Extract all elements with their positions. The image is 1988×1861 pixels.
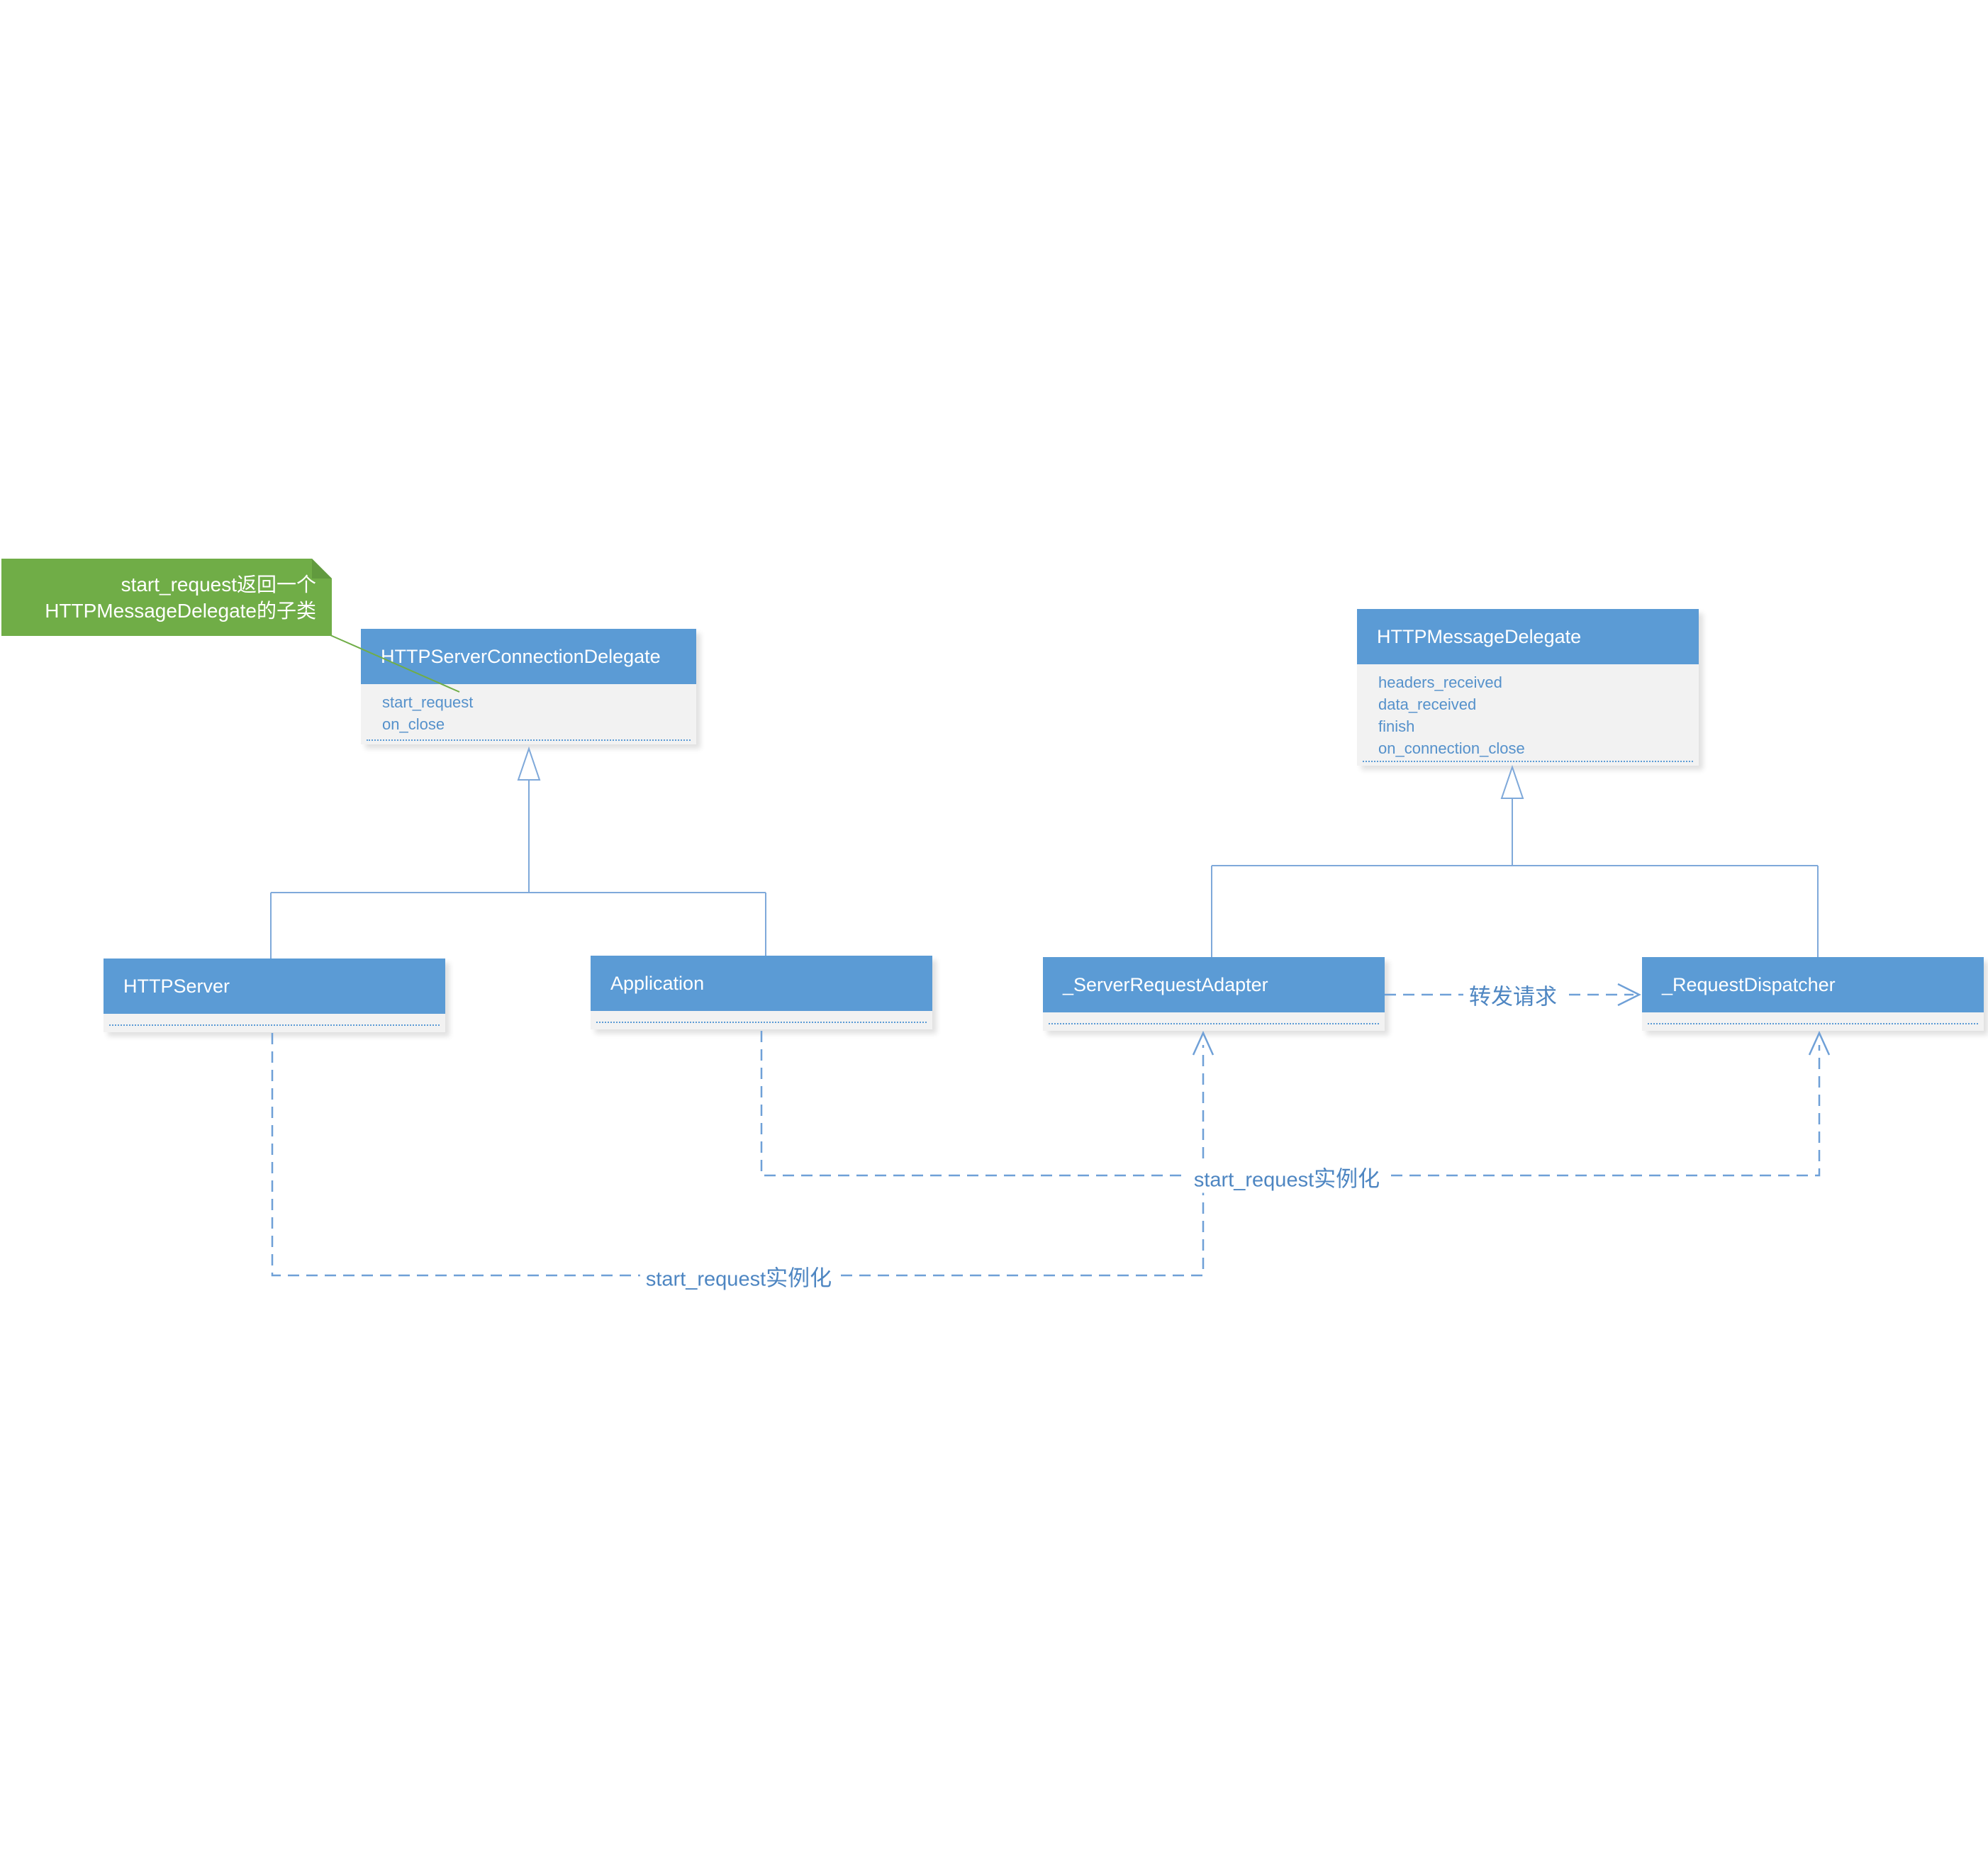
method-item: on_connection_close — [1378, 739, 1525, 757]
callout-line-2: HTTPMessageDelegate的子类 — [45, 599, 316, 622]
instantiate-arrow-httpserver-to-adapter — [271, 1030, 1214, 1277]
method-item: headers_received — [1378, 674, 1502, 691]
class-title: _ServerRequestAdapter — [1063, 973, 1268, 995]
class-methods — [1043, 1012, 1385, 1031]
arrowhead-up-icon — [1192, 1030, 1214, 1056]
label-latin-text: start_request — [645, 1268, 766, 1291]
class-header: Application — [591, 956, 932, 1011]
class-header: HTTPServer — [104, 959, 445, 1014]
separator-line — [109, 1024, 440, 1026]
arrowhead-up-icon — [1808, 1030, 1831, 1056]
method-item: start_request — [382, 693, 474, 711]
class-box-serverrequestadapter[interactable]: _ServerRequestAdapter — [1043, 957, 1385, 1031]
class-title: _RequestDispatcher — [1662, 973, 1836, 995]
class-header: HTTPMessageDelegate — [1357, 609, 1699, 664]
inheritance-triangle-icon — [1500, 764, 1524, 799]
class-methods: start_request on_close — [361, 684, 696, 744]
class-title: HTTPMessageDelegate — [1377, 625, 1582, 647]
class-header: HTTPServerConnectionDelegate — [361, 629, 696, 684]
callout-line-1: start_request返回一个 — [121, 573, 316, 596]
instantiate-arrow-application-to-dispatcher — [760, 1030, 1831, 1177]
class-methods — [104, 1014, 445, 1032]
separator-line — [596, 1022, 927, 1023]
label-instantiate-httpserver: start_request实例化 — [640, 1260, 838, 1292]
class-header: _RequestDispatcher — [1642, 957, 1984, 1012]
callout-note-text: start_request返回一个 HTTPMessageDelegate的子类 — [1, 559, 332, 636]
class-header: _ServerRequestAdapter — [1043, 957, 1385, 1012]
separator-line — [367, 739, 691, 741]
class-box-httpserverconnectiondelegate[interactable]: HTTPServerConnectionDelegate start_reque… — [361, 629, 696, 744]
label-instantiate-application: start_request实例化 — [1188, 1161, 1386, 1193]
separator-line — [1363, 761, 1693, 762]
arrowhead-right-icon — [1617, 983, 1641, 1007]
separator-line — [1049, 1023, 1379, 1024]
label-latin-text: start_request — [1193, 1168, 1314, 1192]
method-item: data_received — [1378, 695, 1477, 713]
inheritance-connector-right — [1211, 764, 1819, 957]
class-methods: headers_received data_received finish on… — [1357, 664, 1699, 766]
class-title: HTTPServerConnectionDelegate — [381, 645, 661, 667]
class-methods — [1642, 1012, 1984, 1031]
label-forward-request-text: 转发请求 — [1469, 984, 1557, 1010]
class-methods — [591, 1011, 932, 1029]
class-box-requestdispatcher[interactable]: _RequestDispatcher — [1642, 957, 1984, 1031]
class-box-httpserver[interactable]: HTTPServer — [104, 959, 445, 1032]
method-item: finish — [1378, 717, 1415, 735]
class-box-application[interactable]: Application — [591, 956, 932, 1029]
method-item: on_close — [382, 715, 445, 733]
class-box-httpmessagedelegate[interactable]: HTTPMessageDelegate headers_received dat… — [1357, 609, 1699, 766]
class-title: Application — [610, 972, 705, 994]
class-title: HTTPServer — [123, 975, 230, 997]
inheritance-triangle-icon — [517, 746, 541, 781]
label-cjk-text: 实例化 — [1314, 1166, 1380, 1192]
label-cjk-text: 实例化 — [766, 1265, 832, 1291]
label-forward-request: 转发请求 — [1463, 978, 1563, 1011]
inheritance-connector-left — [270, 746, 766, 959]
separator-line — [1648, 1023, 1978, 1024]
